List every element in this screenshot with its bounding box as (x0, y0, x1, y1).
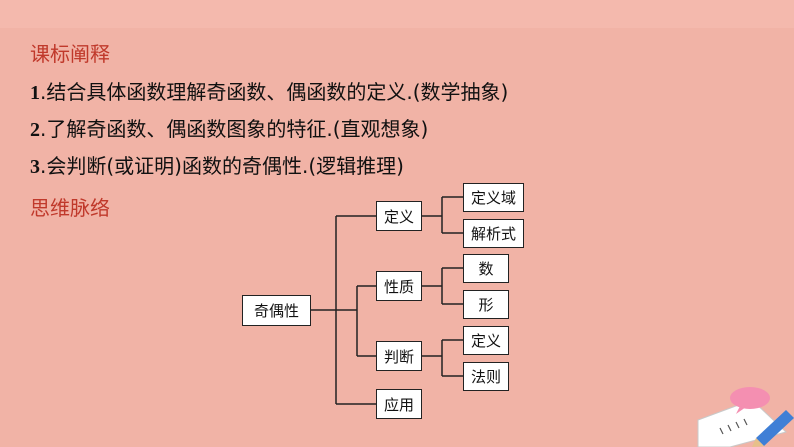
mindmap-leaf-expression: 解析式 (463, 219, 524, 248)
mindmap-leaf-rule: 法则 (463, 362, 509, 391)
objective-1-text: .结合具体函数理解奇函数、偶函数的定义.(数学抽象) (40, 80, 509, 104)
mindmap-leaf-number: 数 (463, 254, 509, 283)
mindmap-leaf-definition: 定义 (463, 326, 509, 355)
speech-bubble-icon (730, 387, 770, 414)
mindmap-leaf-domain: 定义域 (463, 183, 524, 212)
objective-1: 1.结合具体函数理解奇函数、偶函数的定义.(数学抽象) (30, 76, 508, 105)
objective-2: 2.了解奇函数、偶函数图象的特征.(直观想象) (30, 113, 428, 142)
objective-1-number: 1 (30, 82, 40, 104)
mindmap-branch-definition: 定义 (376, 201, 422, 231)
objective-3-text: .会判断(或证明)函数的奇偶性.(逻辑推理) (40, 154, 404, 178)
mindmap-root: 奇偶性 (242, 295, 311, 326)
objective-2-number: 2 (30, 119, 40, 141)
heading-mindmap: 思维脉络 (30, 196, 110, 220)
objective-3-number: 3 (30, 156, 40, 178)
notebook-pencil-decoration (697, 387, 794, 447)
objective-3: 3.会判断(或证明)函数的奇偶性.(逻辑推理) (30, 150, 404, 179)
heading-standards: 课标阐释 (30, 42, 110, 66)
pencil-icon (752, 410, 794, 447)
mindmap-branch-judgment: 判断 (376, 341, 422, 371)
mindmap-leaf-shape: 形 (463, 290, 509, 319)
objective-2-text: .了解奇函数、偶函数图象的特征.(直观想象) (40, 117, 429, 141)
mindmap-branch-application: 应用 (376, 389, 422, 419)
top-bar (0, 0, 794, 28)
mindmap-branch-property: 性质 (376, 271, 422, 301)
